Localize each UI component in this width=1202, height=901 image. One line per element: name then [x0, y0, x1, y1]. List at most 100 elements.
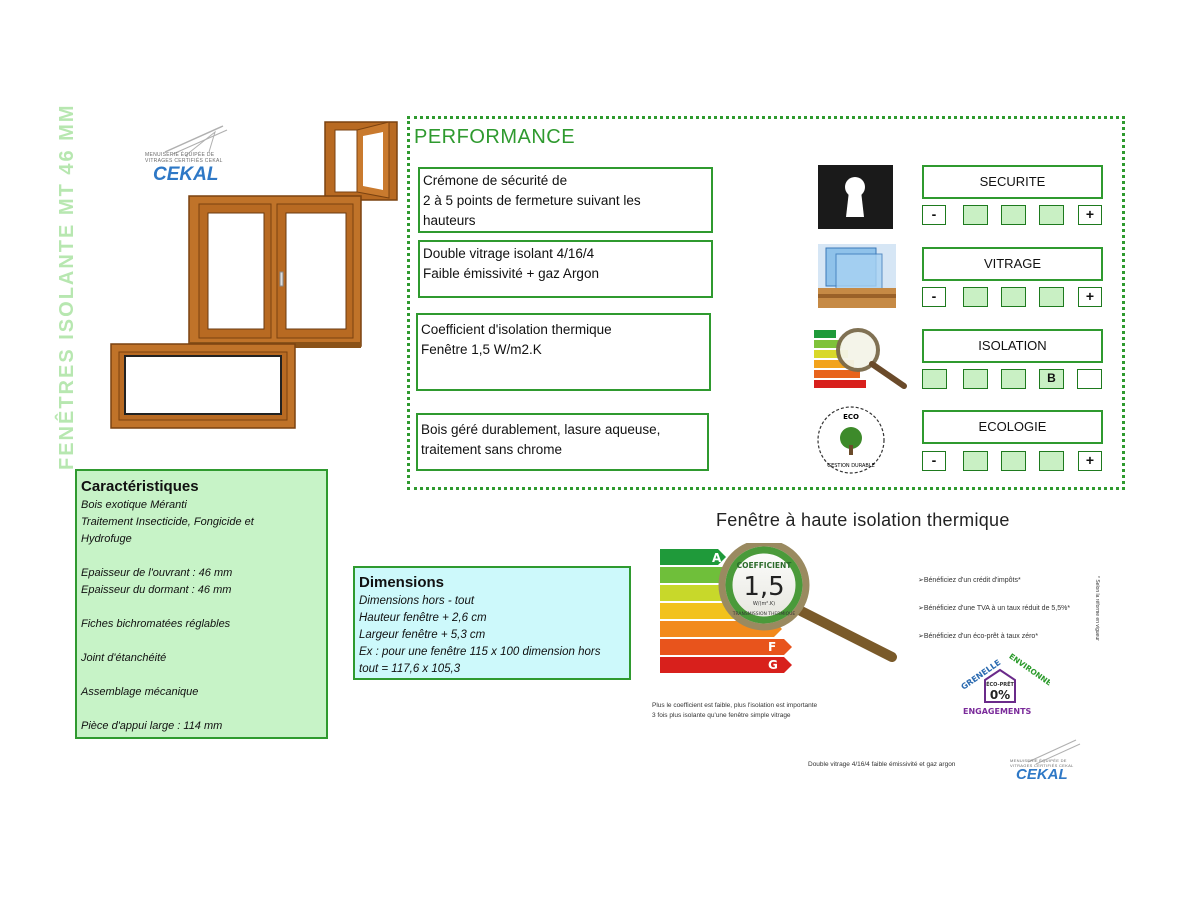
rating-label-vitrage: VITRAGE [922, 247, 1103, 281]
carac-line: Fiches bichromatées réglables [81, 618, 231, 630]
rating-plus-icon: + [1078, 205, 1102, 225]
feature-text: 2 à 5 points de fermeture suivant les [423, 193, 641, 208]
rating-square [1001, 205, 1026, 225]
feature-text: hauteurs [423, 213, 476, 228]
feature-box-ecology: Bois géré durablement, lasure aqueuse, t… [416, 413, 709, 471]
feature-text: Double vitrage isolant 4/16/4 [423, 246, 595, 261]
carac-line: Epaisseur de l'ouvrant : 46 mm [81, 567, 233, 579]
carac-line: Hydrofuge [81, 533, 132, 545]
glazing-footer: Double vitrage 4/16/4 faible émissivité … [808, 761, 956, 768]
cekal-logo: MENUISERIE ÉQUIPÉE DE VITRAGES CERTIFIÉS… [145, 122, 235, 185]
cekal-swoosh-icon [164, 125, 228, 157]
wide-window-image [110, 343, 296, 429]
rating-square [963, 205, 988, 225]
benefit-tax-credit: ➢Bénéficiez d'un crédit d'impôts* [918, 577, 1021, 584]
rating-label-securite: SECURITE [922, 165, 1103, 199]
dimensions-line: Ex : pour une fenêtre 115 x 100 dimensio… [359, 646, 601, 658]
eco-pret-text: ÉCO-PRÊT [986, 680, 1014, 688]
rating-square [963, 287, 988, 307]
feature-text: Faible émissivité + gaz Argon [423, 266, 599, 281]
rating-square [963, 451, 988, 471]
vertical-title: FENÊTRES ISOLANTE MT 46 MM [56, 103, 78, 470]
rating-square [963, 369, 988, 389]
cekal-logo-word: CEKAL [153, 164, 219, 185]
rating-plus-icon: + [1078, 287, 1102, 307]
rating-scale-ecologie: - + [922, 451, 1104, 473]
cekal-logo-bottom: MENUISERIE ÉQUIPÉE DE VITRAGES CERTIFIÉS… [1010, 738, 1085, 788]
rating-label-isolation: ISOLATION [922, 329, 1103, 363]
caracteristiques-panel: Caractéristiques Bois exotique Méranti T… [75, 469, 328, 739]
grade-label: F [768, 640, 776, 654]
rating-minus-icon: - [922, 451, 946, 471]
benefit-vat: ➢Bénéficiez d'une TVA à un taux réduit d… [918, 605, 1071, 612]
energy-ad-title: Fenêtre à haute isolation thermique [716, 510, 1010, 530]
dimensions-line: tout = 117,6 x 105,3 [359, 663, 461, 675]
rating-square [1039, 205, 1064, 225]
performance-title: PERFORMANCE [414, 126, 576, 148]
rating-square [922, 369, 947, 389]
carac-line: Epaisseur du dormant : 46 mm [81, 584, 232, 596]
side-note: * Selon la réforme en vigueur [1094, 576, 1100, 641]
cekal-logo-line2: VITRAGES CERTIFIÉS CEKAL [145, 158, 223, 164]
keyhole-icon [818, 165, 893, 229]
window-illustrations [110, 121, 398, 429]
carac-line: Traitement Insecticide, Fongicide et [81, 516, 254, 528]
feature-box-security: Crémone de sécurité de 2 à 5 points de f… [418, 167, 713, 233]
caracteristiques-title: Caractéristiques [81, 478, 199, 495]
feature-box-insulation: Coefficient d'isolation thermique Fenêtr… [416, 313, 711, 391]
glazing-icon [818, 244, 896, 308]
performance-panel [407, 116, 1125, 490]
feature-text: traitement sans chrome [421, 442, 563, 457]
coef-word: COEFFICIENT [737, 561, 793, 570]
dimensions-line: Hauteur fenêtre + 2,6 cm [359, 612, 487, 624]
feature-box-glazing: Double vitrage isolant 4/16/4 Faible émi… [418, 240, 713, 298]
coef-sub: TRANSMISSION THERMIQUE [732, 611, 796, 617]
rating-square [1039, 451, 1064, 471]
cekal-logo-word: CEKAL [1016, 766, 1068, 783]
small-open-window-image [324, 121, 398, 201]
dimensions-line: Dimensions hors - tout [359, 595, 475, 607]
energy-label-graphic: A F G COEFFICIENT 1,5 W/(m².K) TRANSMISS… [660, 543, 897, 673]
rating-square [1001, 287, 1026, 307]
rating-scale-vitrage: - + [922, 287, 1104, 309]
feature-text: Coefficient d'isolation thermique [421, 322, 612, 337]
energy-magnifier-icon [814, 328, 907, 389]
benefit-eco-loan: ➢Bénéficiez d'un éco-prêt à taux zéro* [918, 633, 1039, 640]
rating-square-marked: B [1039, 369, 1064, 389]
double-window-image [188, 195, 362, 348]
eco-label-icon: ECO GESTION DURABLE [817, 406, 885, 474]
rating-plus-icon: + [1078, 451, 1102, 471]
rating-minus-icon: - [922, 287, 946, 307]
carac-line: Pièce d'appui large : 114 mm [81, 720, 223, 732]
dimensions-line: Largeur fenêtre + 5,3 cm [359, 629, 486, 641]
coef-value: 1,5 [743, 572, 784, 602]
feature-text: Bois géré durablement, lasure aqueuse, [421, 422, 661, 437]
cekal-logo-line2: VITRAGES CERTIFIÉS CEKAL [1010, 763, 1074, 768]
feature-text: Crémone de sécurité de [423, 173, 568, 188]
grade-label: A [712, 551, 722, 565]
grade-label: G [768, 658, 778, 672]
note-line-1: Plus le coefficient est faible, plus l'i… [652, 702, 818, 709]
rating-minus-icon: - [922, 205, 946, 225]
grenelle-bottom: ENGAGEMENTS [963, 707, 1032, 716]
grenelle-environnement-logo: GRENELLE ENVIRONNEMENT ENGAGEMENTS ÉCO-P… [960, 652, 1050, 716]
dimensions-panel: Dimensions Dimensions hors - tout Hauteu… [353, 566, 631, 680]
rating-square [1001, 451, 1026, 471]
note-line-2: 3 fois plus isolante qu'une fenêtre simp… [652, 712, 791, 719]
rating-scale-isolation: B [922, 369, 1104, 391]
coef-unit: W/(m².K) [753, 601, 775, 607]
rating-square [1039, 287, 1064, 307]
feature-text: Fenêtre 1,5 W/m2.K [421, 342, 542, 357]
cekal-logo-line1: MENUISERIE ÉQUIPÉE DE [145, 152, 215, 158]
dimensions-title: Dimensions [359, 574, 445, 591]
cekal-logo-line1: MENUISERIE ÉQUIPÉE DE [1010, 758, 1067, 763]
carac-line: Joint d'étanchéité [81, 652, 167, 664]
zero-percent: 0% [990, 688, 1010, 702]
carac-line: Bois exotique Méranti [81, 499, 187, 511]
rating-scale-securite: - + [922, 205, 1104, 227]
eco-label-bottom: GESTION DURABLE [827, 463, 875, 469]
rating-square-empty [1077, 369, 1102, 389]
carac-line: Assemblage mécanique [81, 686, 199, 698]
rating-label-ecologie: ECOLOGIE [922, 410, 1103, 444]
eco-label-top: ECO [843, 413, 859, 421]
